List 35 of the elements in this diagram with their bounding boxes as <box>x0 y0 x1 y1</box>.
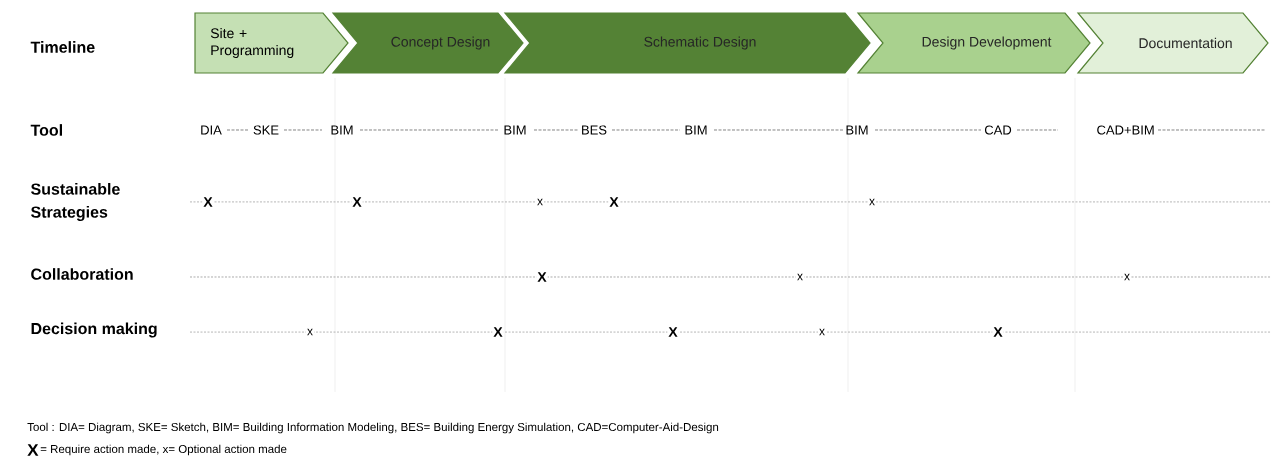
phase-band: Documentation <box>1076 12 1269 74</box>
row-header: Sustainable Strategies <box>31 183 120 221</box>
tool-label: BIM <box>504 125 526 135</box>
phase-band: Schematic Design <box>503 12 871 74</box>
tool-label: DIA <box>201 125 222 135</box>
footnote: = Require action made, x= Optional action made <box>40 444 287 456</box>
phase-band: Design Development <box>856 12 1091 74</box>
optional-mark: x <box>796 272 804 282</box>
footnote: Tool : DIA= Diagram, SKE= Sketch, BIM= Building Information Modeling, BES= Building Energy Simulation, CAD=Computer-Aid-Design <box>27 422 719 434</box>
required-mark: X <box>667 326 679 338</box>
required-mark: X <box>608 196 620 208</box>
required-mark: X <box>351 196 363 208</box>
tool-label: BES <box>582 125 607 135</box>
tool-label: BIM <box>846 125 868 135</box>
row-header: Decision making <box>31 322 157 338</box>
row-header: Collaboration <box>31 268 133 280</box>
tool-label: CAD <box>984 125 1012 135</box>
legend-mark: X <box>27 444 39 456</box>
optional-mark: x <box>1123 272 1131 282</box>
row-header: Timeline <box>30 41 95 53</box>
optional-mark: x <box>818 327 826 337</box>
tool-label: BIM <box>331 125 353 135</box>
optional-mark: x <box>306 327 314 337</box>
phase-band: Site + Programming <box>194 12 349 74</box>
required-mark: X <box>492 326 504 338</box>
optional-mark: x <box>868 197 876 207</box>
tool-label: BIM <box>685 125 707 135</box>
required-mark: X <box>202 196 214 208</box>
tool-label: CAD+BIM <box>1097 125 1154 135</box>
phase-band: Concept Design <box>331 12 524 74</box>
required-mark: X <box>536 271 548 283</box>
row-header: Tool <box>30 124 62 136</box>
optional-mark: x <box>536 197 544 207</box>
required-mark: X <box>992 326 1004 338</box>
tool-label: SKE <box>253 125 279 135</box>
